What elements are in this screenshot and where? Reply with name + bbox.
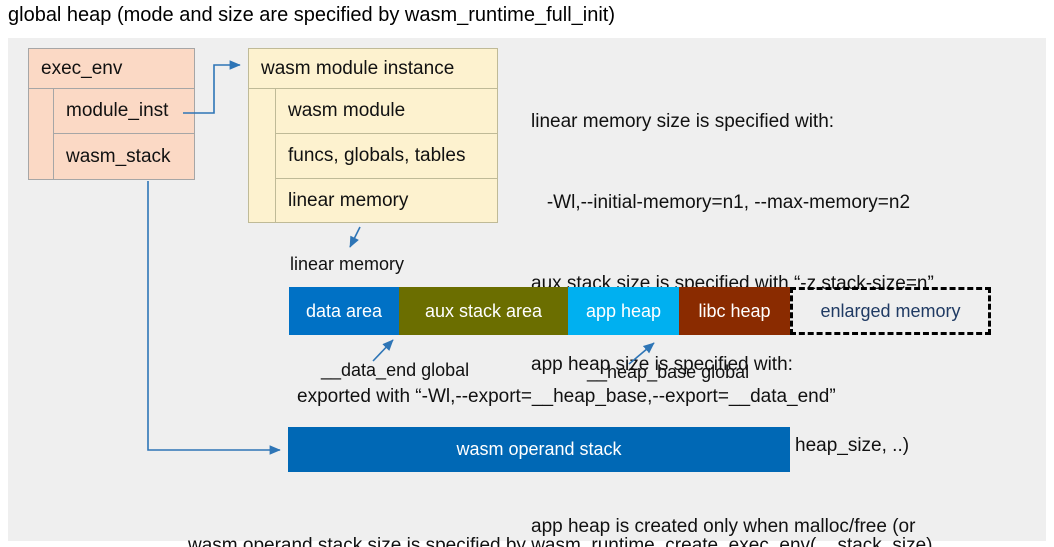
heap-base-global-label: __heap_base global [587, 362, 750, 382]
module-inst-field: module_inst [53, 88, 195, 134]
segment-enlarged-memory: enlarged memory [790, 287, 991, 335]
operand-stack-notes: wasm operand stack size is specified by … [188, 478, 933, 547]
segment-data-area: data area [289, 287, 399, 335]
exec-env-title: exec_env [29, 49, 194, 89]
export-note: exported with “-Wl,--export=__heap_base,… [297, 386, 836, 407]
linear-memory-field: linear memory [275, 178, 498, 223]
page-title: global heap (mode and size are specified… [8, 4, 615, 26]
note-line: linear memory size is specified with: [531, 111, 835, 132]
segment-aux-stack-area: aux stack area [399, 287, 568, 335]
wasm-operand-stack-bar: wasm operand stack [288, 427, 790, 472]
note-line: app heap is created only when malloc/fre… [531, 516, 916, 537]
wasm-module-field: wasm module [275, 88, 498, 134]
linear-memory-bar: data area aux stack area app heap libc h… [289, 287, 991, 335]
wasm-stack-field: wasm_stack [53, 133, 195, 180]
note-line: wasm operand stack size is specified by … [188, 535, 933, 547]
segment-app-heap: app heap [568, 287, 679, 335]
wasm-module-instance-title: wasm module instance [249, 49, 497, 89]
linear-memory-label: linear memory [290, 254, 405, 274]
segment-libc-heap: libc heap [679, 287, 790, 335]
funcs-globals-tables-field: funcs, globals, tables [275, 133, 498, 179]
note-line: -Wl,--initial-memory=n1, --max-memory=n2 [531, 192, 911, 213]
data-end-global-label: __data_end global [321, 360, 470, 380]
